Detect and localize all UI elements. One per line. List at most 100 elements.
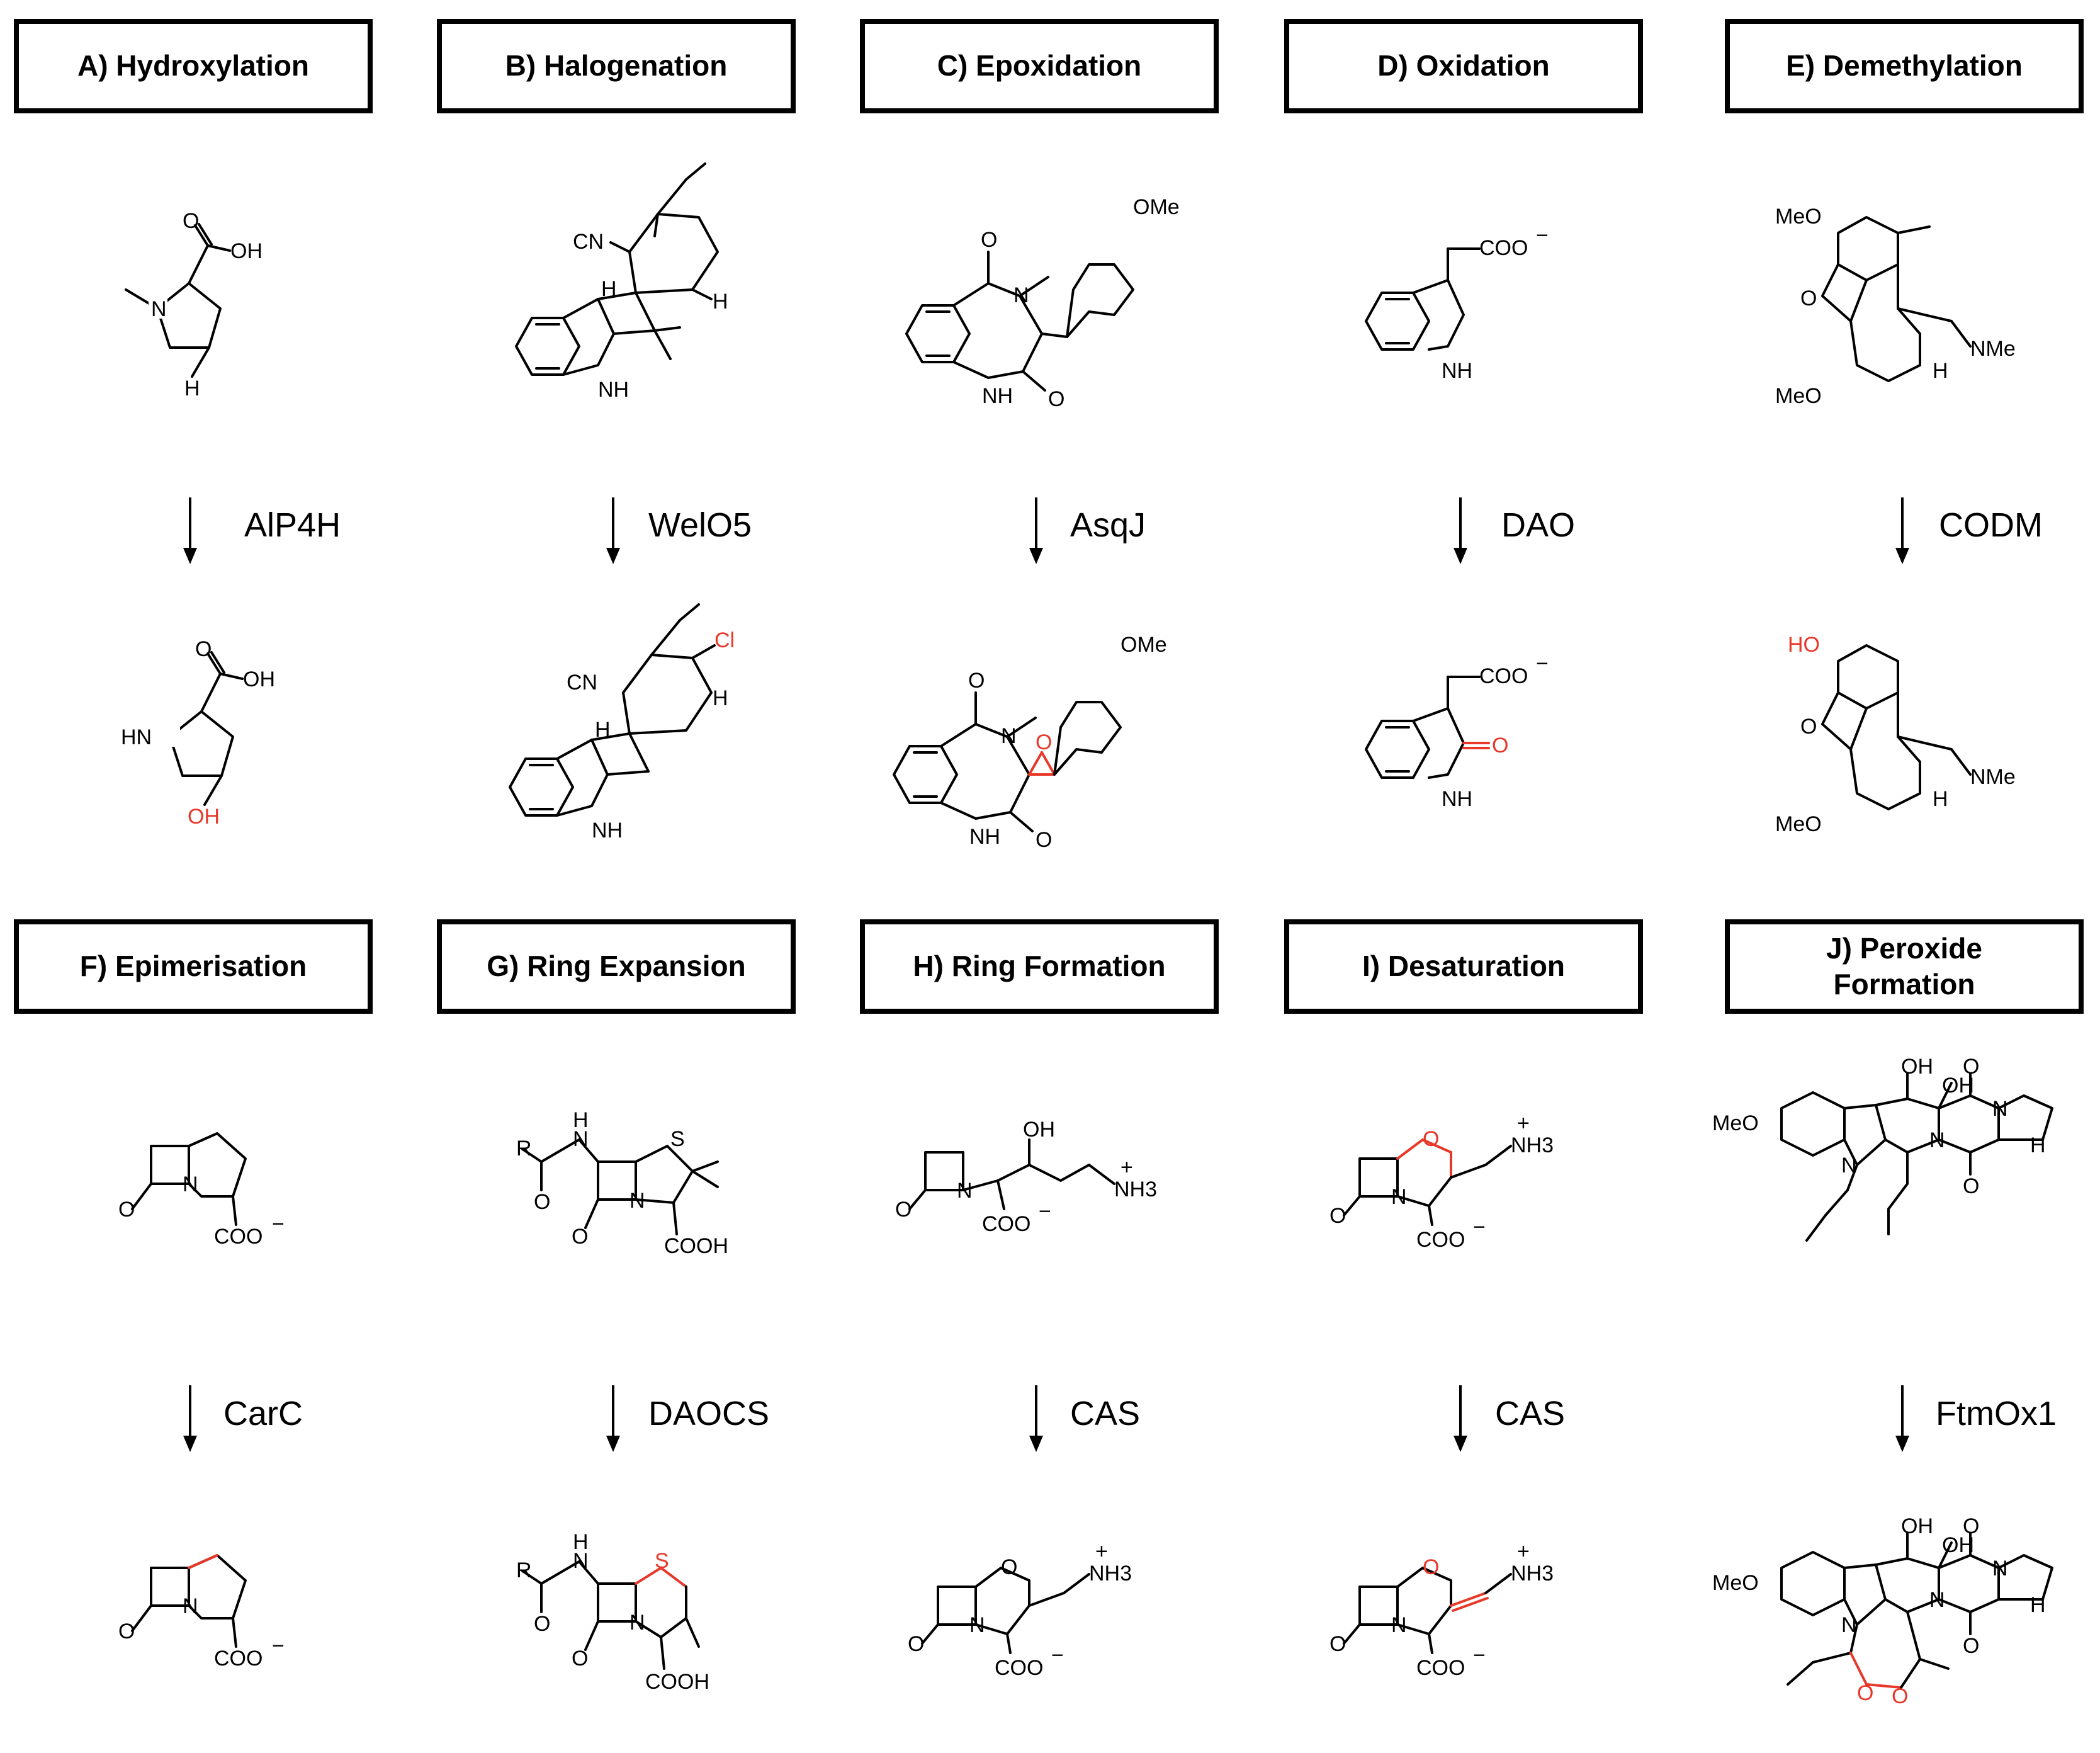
svg-text:O: O bbox=[572, 1647, 588, 1671]
structure-benzodiazepinedione: O N NH O OMe bbox=[905, 195, 1180, 411]
enzyme-label: DAOCS bbox=[648, 1395, 770, 1432]
svg-text:O: O bbox=[981, 228, 997, 252]
svg-text:H: H bbox=[573, 1530, 589, 1554]
svg-text:MeO: MeO bbox=[1775, 384, 1822, 408]
header-hydroxylation: A) Hydroxylation bbox=[14, 19, 373, 113]
enzyme-label: CAS bbox=[1495, 1395, 1566, 1432]
svg-text:OMe: OMe bbox=[1133, 195, 1180, 219]
header-epimerisation: F) Epimerisation bbox=[14, 919, 373, 1014]
svg-text:COO: COO bbox=[1479, 236, 1528, 260]
svg-text:OH: OH bbox=[1942, 1074, 1974, 1098]
svg-text:COO: COO bbox=[214, 1647, 262, 1671]
svg-text:O: O bbox=[1892, 1684, 1908, 1708]
structure-hydroxyproline: HN O OH OH bbox=[121, 637, 275, 829]
svg-text:N: N bbox=[573, 1549, 589, 1573]
svg-text:CN: CN bbox=[567, 671, 597, 695]
structure-hapalindole: NH CN H H bbox=[515, 162, 728, 402]
svg-text:O: O bbox=[534, 1612, 550, 1636]
svg-text:H: H bbox=[713, 290, 728, 314]
svg-text:+: + bbox=[1517, 1540, 1530, 1563]
svg-text:H: H bbox=[713, 686, 728, 710]
svg-text:H: H bbox=[601, 277, 617, 301]
svg-text:O: O bbox=[1001, 1555, 1017, 1579]
svg-text:H: H bbox=[573, 1108, 589, 1132]
structure-fumitremorgin: MeO N OH OH O N N O H bbox=[1712, 1055, 2053, 1242]
svg-text:N: N bbox=[183, 1594, 198, 1618]
structure-desaturated-product: N O O COO − NH3 + bbox=[1329, 1540, 1554, 1680]
header-halogenation: B) Halogenation bbox=[437, 19, 796, 113]
svg-text:N: N bbox=[1929, 1128, 1945, 1152]
svg-text:−: − bbox=[1536, 652, 1549, 676]
svg-text:−: − bbox=[272, 1634, 285, 1658]
svg-text:HO: HO bbox=[1788, 633, 1820, 657]
svg-text:R: R bbox=[516, 1558, 532, 1582]
svg-text:O: O bbox=[118, 1620, 135, 1643]
svg-text:+: + bbox=[1121, 1155, 1133, 1179]
structure-ring-formation-substrate: N O OH COO − NH3 + bbox=[895, 1118, 1157, 1236]
svg-text:NH3: NH3 bbox=[1114, 1177, 1157, 1201]
structure-morphine-type: HO O MeO NMe H bbox=[1775, 633, 2016, 836]
enzyme-label: CAS bbox=[1070, 1395, 1141, 1432]
svg-text:HN: HN bbox=[121, 725, 152, 749]
svg-text:H: H bbox=[1933, 359, 1948, 383]
svg-text:S: S bbox=[670, 1127, 685, 1151]
svg-text:N: N bbox=[573, 1127, 589, 1151]
svg-text:COO: COO bbox=[1479, 664, 1528, 688]
structure-codeine: MeO O MeO NMe H bbox=[1775, 205, 2016, 408]
enzyme-label: WelO5 bbox=[648, 506, 752, 544]
enzyme-label: AlP4H bbox=[244, 506, 341, 544]
structure-carbapenam-epimer: N O COO − bbox=[118, 1554, 285, 1671]
svg-text:NH: NH bbox=[982, 384, 1013, 408]
svg-text:COO: COO bbox=[1416, 1228, 1465, 1252]
svg-text:OH: OH bbox=[1942, 1533, 1974, 1557]
svg-text:COO: COO bbox=[982, 1212, 1030, 1236]
structure-bicyclic-ring-product: N O O COO − NH3 + bbox=[908, 1540, 1132, 1680]
svg-text:OH: OH bbox=[188, 805, 220, 829]
svg-text:O: O bbox=[1963, 1055, 1979, 1079]
svg-text:N: N bbox=[629, 1189, 645, 1213]
svg-text:NH: NH bbox=[969, 825, 1000, 849]
svg-text:OH: OH bbox=[230, 239, 262, 263]
svg-text:R: R bbox=[516, 1137, 532, 1160]
svg-text:O: O bbox=[1329, 1632, 1346, 1656]
header-ring-expansion: G) Ring Expansion bbox=[437, 919, 796, 1014]
svg-text:−: − bbox=[1051, 1643, 1064, 1667]
header-oxidation: D) Oxidation bbox=[1284, 19, 1643, 113]
svg-text:Cl: Cl bbox=[714, 628, 735, 652]
svg-text:COO: COO bbox=[1416, 1656, 1465, 1680]
svg-text:O: O bbox=[1036, 828, 1052, 852]
svg-text:N: N bbox=[183, 1172, 198, 1196]
svg-text:O: O bbox=[908, 1632, 924, 1656]
svg-text:N: N bbox=[151, 297, 167, 321]
svg-text:−: − bbox=[272, 1212, 285, 1236]
enzyme-label: DAO bbox=[1501, 506, 1576, 544]
header-ring-formation: H) Ring Formation bbox=[860, 919, 1219, 1014]
structure-verruculogen: MeO N OH OH O N N O H O O bbox=[1712, 1514, 2053, 1708]
structure-indole-3-acetate: NH COO − bbox=[1365, 224, 1549, 383]
svg-text:O: O bbox=[118, 1198, 135, 1222]
svg-text:O: O bbox=[1423, 1127, 1439, 1151]
svg-text:O: O bbox=[572, 1225, 588, 1249]
structure-oxindole-acetate: NH O COO − bbox=[1365, 652, 1549, 811]
svg-text:NH3: NH3 bbox=[1511, 1562, 1554, 1586]
svg-text:O: O bbox=[895, 1198, 912, 1222]
structure-penicillin: H N R O S N O COOH bbox=[516, 1108, 728, 1258]
svg-text:OH: OH bbox=[243, 667, 275, 691]
svg-text:OH: OH bbox=[1023, 1118, 1055, 1142]
svg-text:O: O bbox=[968, 669, 985, 693]
svg-text:O: O bbox=[1963, 1514, 1979, 1538]
svg-text:O: O bbox=[1857, 1681, 1873, 1705]
svg-text:O: O bbox=[1800, 715, 1817, 739]
header-demethylation: E) Demethylation bbox=[1725, 19, 2084, 113]
svg-text:H: H bbox=[184, 377, 200, 400]
svg-text:OH: OH bbox=[1901, 1055, 1933, 1079]
structure-clavaminate: N O O COO − NH3 + bbox=[1329, 1111, 1554, 1252]
svg-text:NMe: NMe bbox=[1970, 765, 2016, 789]
svg-text:MeO: MeO bbox=[1712, 1111, 1759, 1135]
svg-text:H: H bbox=[1933, 787, 1948, 811]
svg-text:N: N bbox=[957, 1179, 973, 1203]
svg-text:N: N bbox=[969, 1613, 985, 1637]
svg-text:−: − bbox=[1473, 1643, 1486, 1667]
header-epoxidation: C) Epoxidation bbox=[860, 19, 1219, 113]
